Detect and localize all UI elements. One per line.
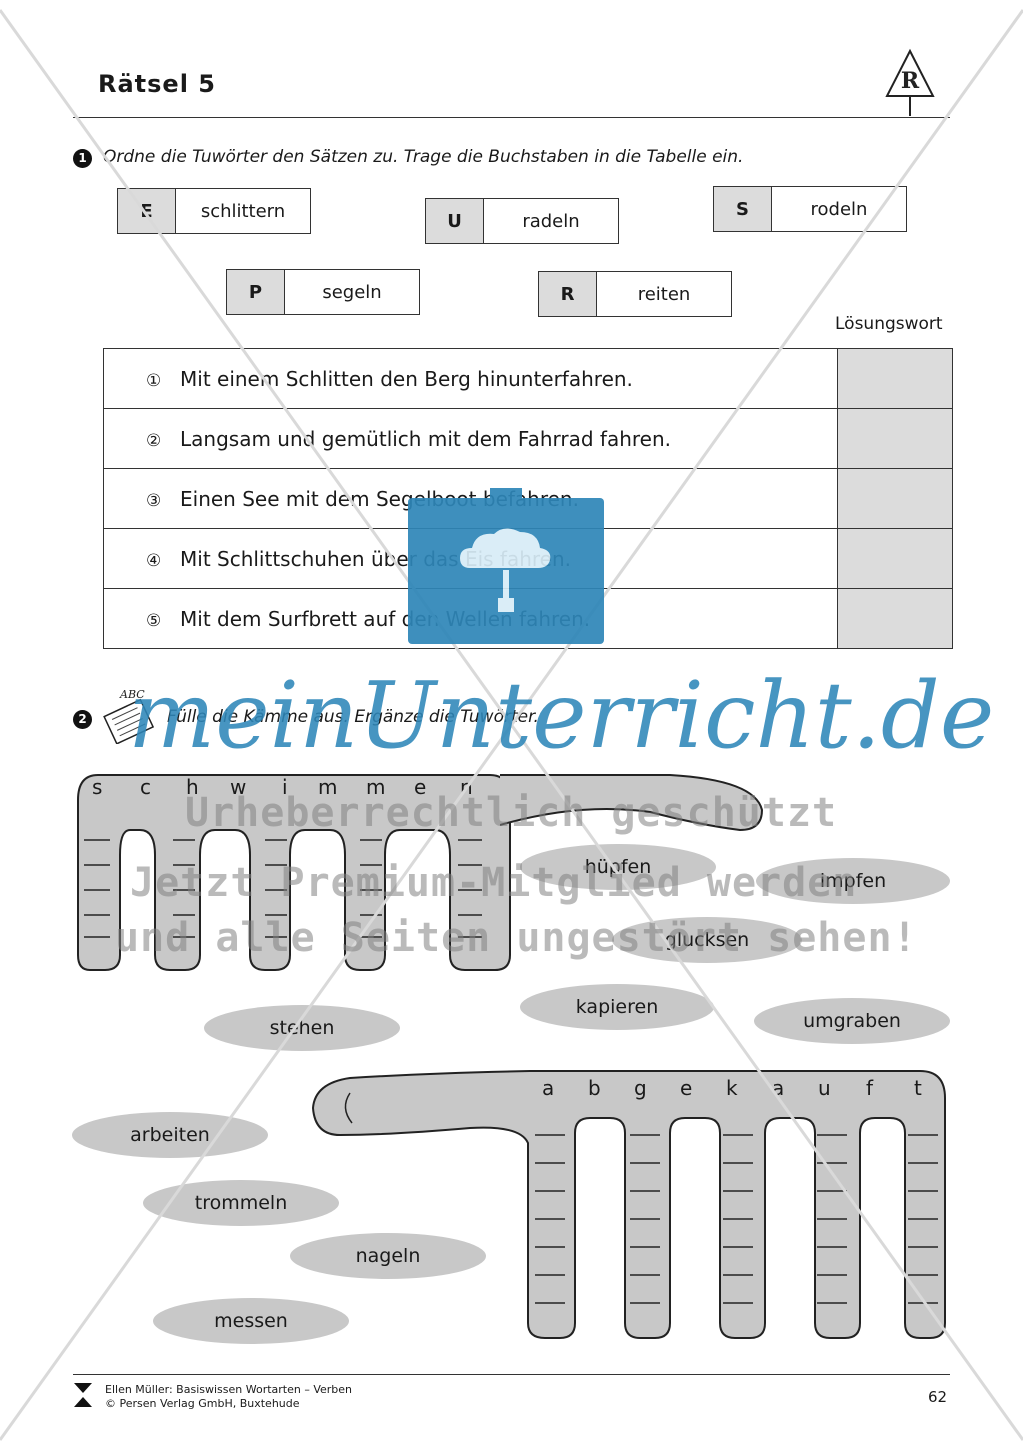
word-pill[interactable]: stehen bbox=[204, 1005, 400, 1051]
comb-letter: b bbox=[588, 1076, 601, 1100]
comb-letter: a bbox=[542, 1076, 555, 1100]
comb-letter: e bbox=[680, 1076, 693, 1100]
card-letter: R bbox=[539, 272, 597, 316]
header-rule bbox=[73, 117, 950, 118]
word-pill[interactable]: arbeiten bbox=[72, 1112, 268, 1158]
word-pill[interactable]: kapieren bbox=[520, 984, 714, 1030]
word-pill[interactable]: umgraben bbox=[754, 998, 950, 1044]
card-word: schlittern bbox=[200, 200, 286, 222]
watermark-briefcase-icon bbox=[408, 488, 604, 644]
sentence-text: Langsam und gemütlich mit dem Fahrrad fa… bbox=[180, 426, 672, 451]
card-letter: S bbox=[714, 187, 772, 231]
logo-letter: R bbox=[901, 68, 920, 94]
solution-cell[interactable] bbox=[837, 528, 953, 589]
rabbit-logo-icon: R bbox=[884, 48, 936, 118]
page-number: 62 bbox=[928, 1388, 948, 1406]
word-card-u: U radeln bbox=[425, 198, 619, 244]
card-word: segeln bbox=[322, 281, 382, 303]
comb-letter: u bbox=[818, 1076, 831, 1100]
footer-copyright: © Persen Verlag GmbH, Buxtehude bbox=[105, 1397, 300, 1410]
watermark-line-3: und alle Seiten ungestört sehen! bbox=[115, 915, 918, 961]
solution-cell[interactable] bbox=[837, 588, 953, 649]
sentence-number: ⑤ bbox=[146, 610, 162, 631]
comb-letter: s bbox=[92, 775, 103, 799]
word-card-r: R reiten bbox=[538, 271, 732, 317]
comb-2-letters: a b g e k a u f t bbox=[530, 1076, 950, 1104]
task2-number: 2 bbox=[73, 710, 92, 729]
solution-label: Lösungswort bbox=[835, 314, 943, 334]
comb-2 bbox=[311, 1070, 946, 1339]
card-word: rodeln bbox=[810, 198, 868, 220]
sentence-text: Mit einem Schlitten den Berg hinunterfah… bbox=[180, 366, 633, 391]
page-title: Rätsel 5 bbox=[98, 70, 216, 98]
solution-cell[interactable] bbox=[837, 468, 953, 529]
word-card-s: S rodeln bbox=[713, 186, 907, 232]
comb-letter: k bbox=[726, 1076, 738, 1100]
card-letter: P bbox=[227, 270, 285, 314]
table-row: ① Mit einem Schlitten den Berg hinunterfa… bbox=[103, 348, 953, 409]
word-card-p: P segeln bbox=[226, 269, 420, 315]
card-letter: U bbox=[426, 199, 484, 243]
watermark-line-1: Urheberrechtlich geschützt bbox=[185, 790, 838, 836]
sentence-number: ① bbox=[146, 370, 162, 391]
task1-number: 1 bbox=[73, 149, 92, 168]
sentence-number: ③ bbox=[146, 490, 162, 511]
task1-instruction: Ordne die Tuwörter den Sätzen zu. Trage … bbox=[103, 147, 744, 167]
card-letter: E bbox=[118, 189, 176, 233]
comb-letter: g bbox=[634, 1076, 647, 1100]
watermark-line-2: Jetzt Premium-Mitglied werden bbox=[130, 860, 858, 906]
watermark-brand: meinUnterricht.de bbox=[128, 662, 995, 769]
solution-cell[interactable] bbox=[837, 408, 953, 469]
word-card-e: E schlittern bbox=[117, 188, 311, 234]
solution-cell[interactable] bbox=[837, 348, 953, 409]
comb-letter: t bbox=[914, 1076, 922, 1100]
sentence-number: ④ bbox=[146, 550, 162, 571]
footer-rule bbox=[73, 1374, 950, 1375]
sentence-number: ② bbox=[146, 430, 162, 451]
footer-author: Ellen Müller: Basiswissen Wortarten – Ve… bbox=[105, 1383, 353, 1396]
persen-logo-icon bbox=[73, 1382, 93, 1408]
comb-letter: f bbox=[866, 1076, 874, 1100]
card-word: radeln bbox=[522, 210, 580, 232]
comb-letter: c bbox=[140, 775, 151, 799]
card-word: reiten bbox=[637, 283, 691, 305]
comb-letter: a bbox=[772, 1076, 785, 1100]
table-row: ② Langsam und gemütlich mit dem Fahrrad f… bbox=[103, 408, 953, 469]
